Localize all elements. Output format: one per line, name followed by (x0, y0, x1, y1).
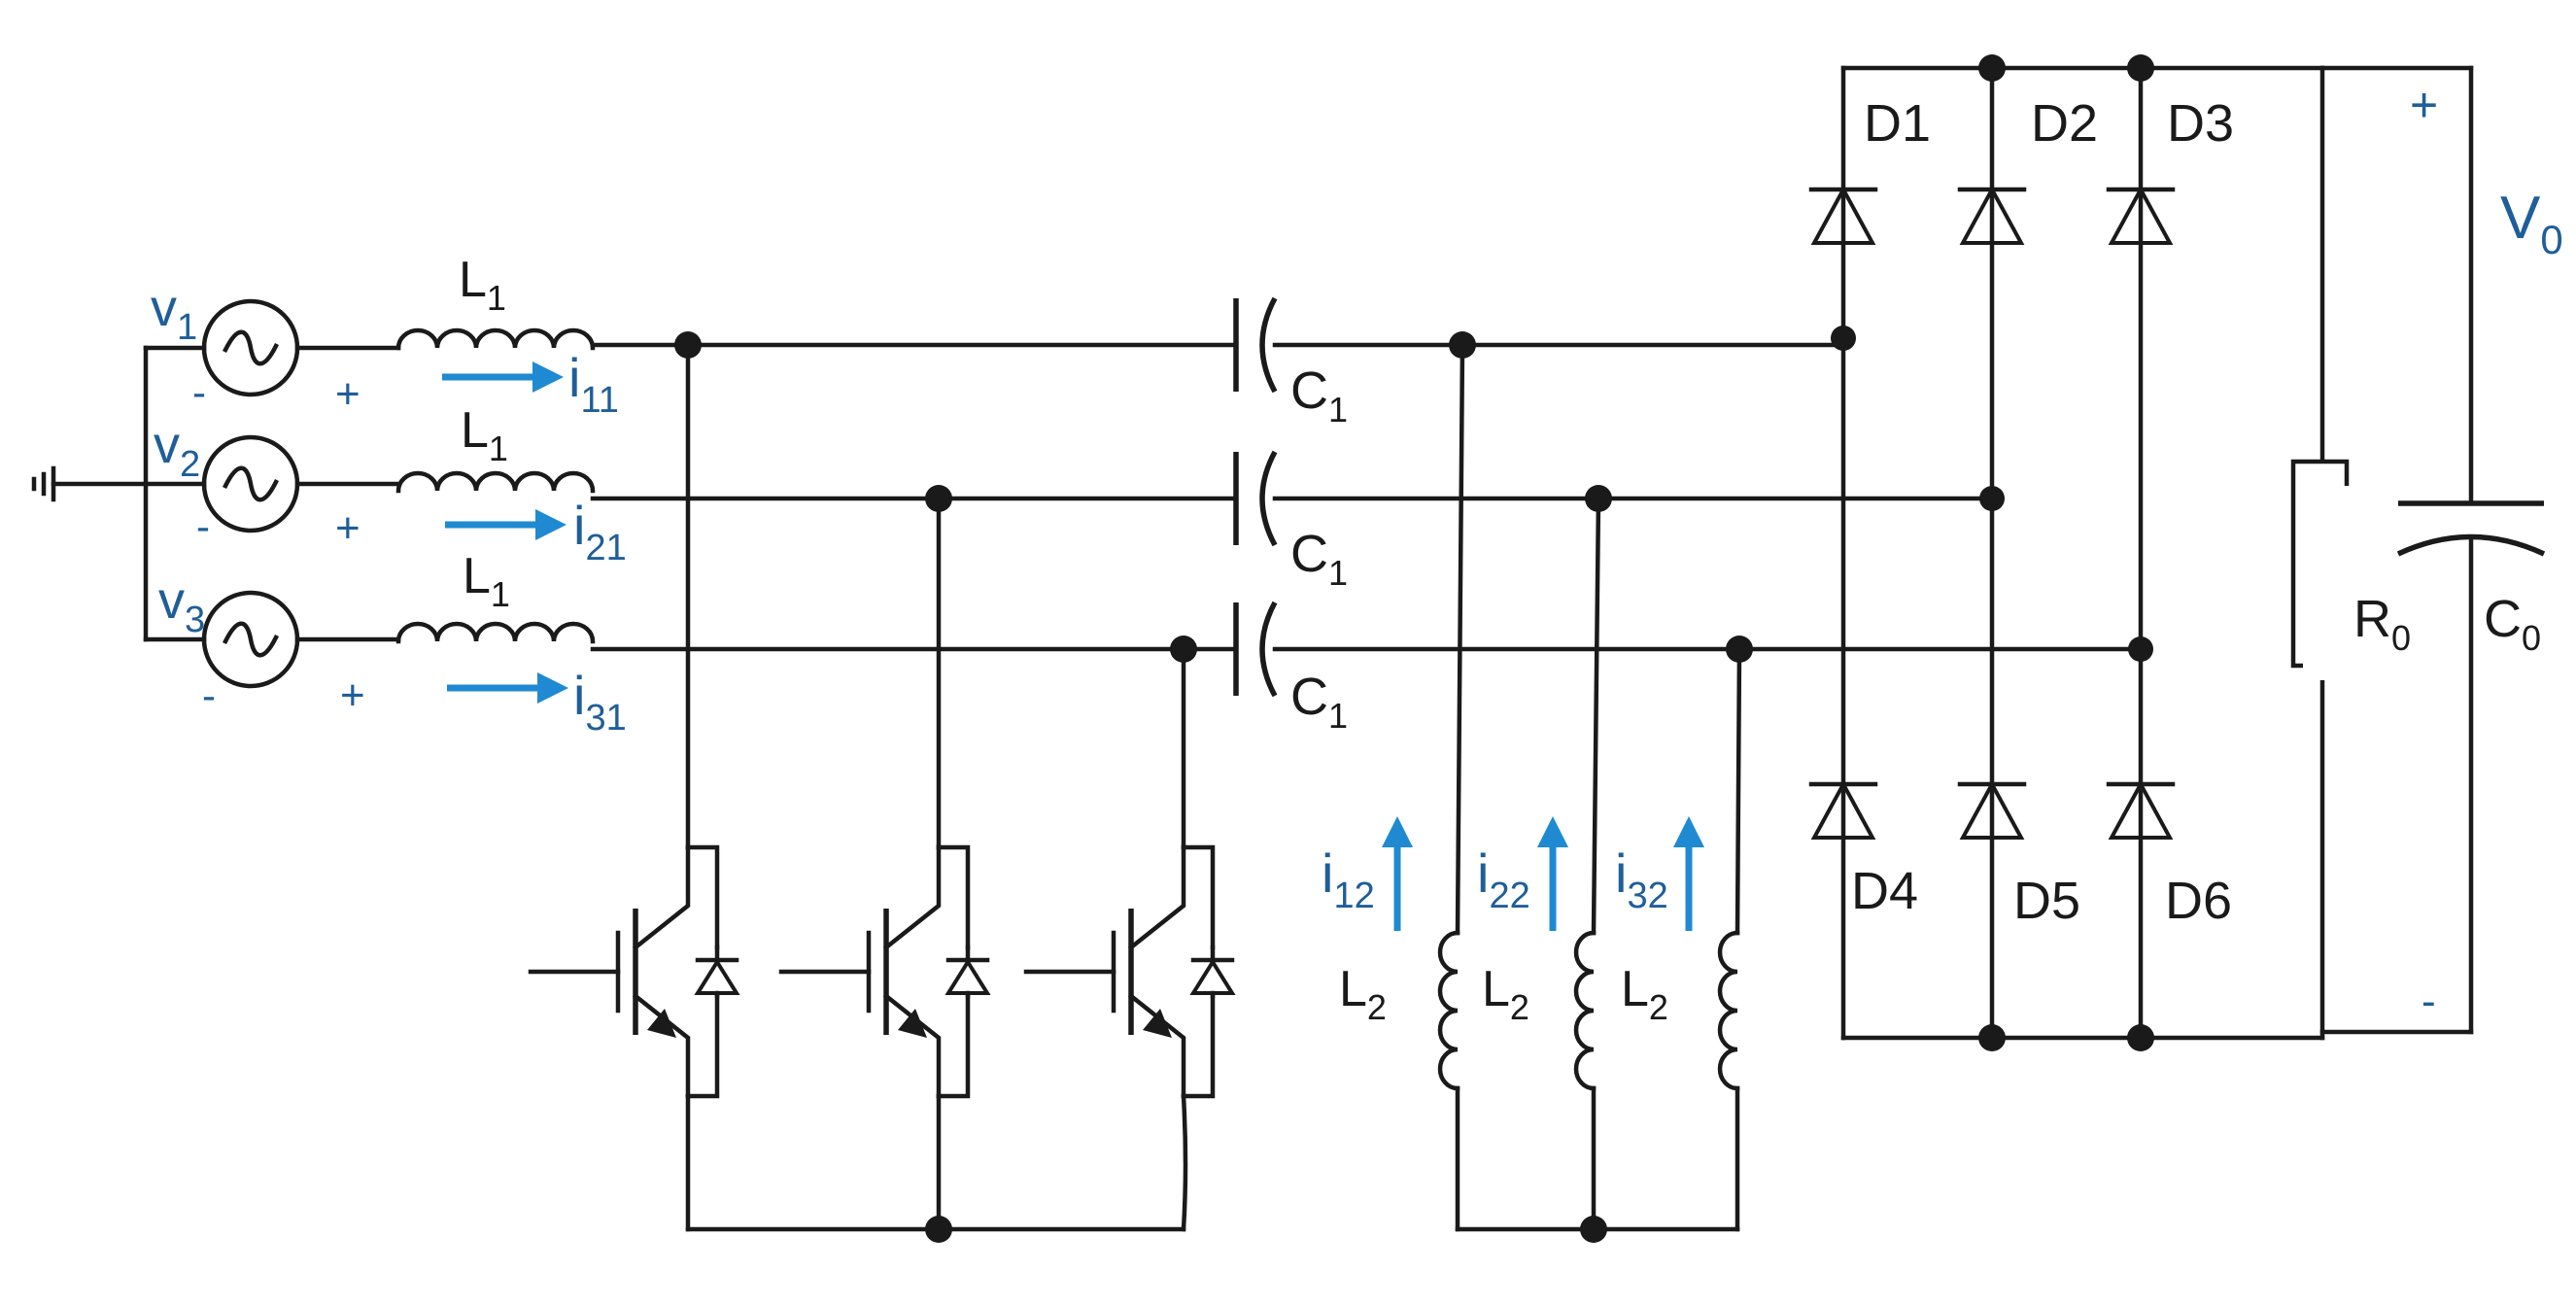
source-v1-minus: - (192, 369, 206, 415)
l2-labels: L2 L2 L2 (1339, 961, 1668, 1027)
inductor-l1-2-label: L1 (461, 402, 508, 468)
current-i22-label: i22 (1477, 842, 1530, 916)
diode-d6-label: D6 (2165, 872, 2232, 930)
source-v3-label: v3 (158, 571, 205, 640)
capacitor-c1-2-label: C1 (1290, 525, 1348, 593)
inductor-l2-1-label: L2 (1339, 961, 1387, 1027)
capacitor-c1-1 (1236, 298, 1275, 392)
switch-3 (1026, 847, 1232, 1096)
current-i21-label: i21 (573, 495, 627, 568)
output-minus-sign: - (2421, 978, 2436, 1025)
switch-2 (781, 847, 987, 1096)
current-arrows-l2 (1382, 816, 1704, 931)
output-plus-sign: + (2410, 78, 2438, 132)
diode-d5-label: D5 (2013, 872, 2080, 930)
output-capacitor (2303, 65, 2546, 1035)
diode-labels: D1 D2 D3 D4 D5 D6 (1851, 94, 2234, 930)
current-i32-label: i32 (1615, 842, 1668, 916)
current-arrows-in (442, 361, 568, 704)
capacitor-c1-3-label: C1 (1290, 668, 1348, 736)
diode-d4-label: D4 (1851, 862, 1918, 920)
current-labels-in: i11 i21 i31 (568, 347, 627, 739)
current-i31-label: i31 (573, 665, 627, 739)
junction-nodes (674, 54, 2154, 1243)
neutral-bus (143, 345, 207, 642)
inductor-l2-3 (1720, 933, 1737, 1088)
inductor-l1-3-label: L1 (463, 548, 510, 614)
capacitor-c1-1-label: C1 (1290, 361, 1348, 430)
source-labels: v1 v2 v3 - + - + - + (151, 279, 365, 719)
inductor-l1-1 (398, 330, 593, 348)
source-v3-minus: - (202, 672, 216, 718)
output-voltage-label: V0 (2500, 185, 2563, 262)
c1-labels: C1 C1 C1 (1290, 361, 1348, 736)
load-resistor-label: R0 (2353, 590, 2411, 658)
current-i12-label: i12 (1322, 842, 1375, 916)
source-v1-label: v1 (151, 279, 197, 348)
inductor-l2-2 (1576, 933, 1594, 1088)
source-v1-plus: + (335, 370, 361, 418)
capacitor-c1-3 (1236, 602, 1275, 696)
diode-d2-label: D2 (2031, 94, 2098, 153)
l1-labels: L1 L1 L1 (459, 252, 510, 614)
source-v2 (204, 437, 297, 531)
output-capacitor-label: C0 (2484, 590, 2541, 658)
inductor-l1-1-label: L1 (459, 252, 506, 318)
diode-d1-label: D1 (1864, 94, 1931, 153)
inductor-l1-2 (398, 473, 593, 491)
capacitor-c1-2 (1236, 452, 1275, 545)
source-v2-minus: - (196, 503, 210, 549)
diode-d3-label: D3 (2167, 94, 2234, 153)
l2-wiring (1455, 342, 1742, 1232)
source-v1 (204, 301, 297, 395)
source-v3 (204, 593, 297, 686)
output-labels: R0 C0 V0 + - (2353, 78, 2563, 1025)
inductor-l2-1 (1440, 933, 1458, 1088)
current-labels-l2: i12 i22 i32 (1322, 842, 1668, 916)
inductor-l1-3 (398, 624, 593, 641)
source-v2-label: v2 (154, 416, 200, 485)
source-v3-plus: + (340, 671, 365, 719)
inductor-l2-3-label: L2 (1621, 961, 1668, 1027)
current-i11-label: i11 (568, 347, 619, 421)
source-v2-plus: + (335, 504, 361, 552)
ground-symbol (31, 465, 149, 502)
inductor-l2-2-label: L2 (1482, 961, 1529, 1027)
switch-1 (531, 847, 737, 1096)
